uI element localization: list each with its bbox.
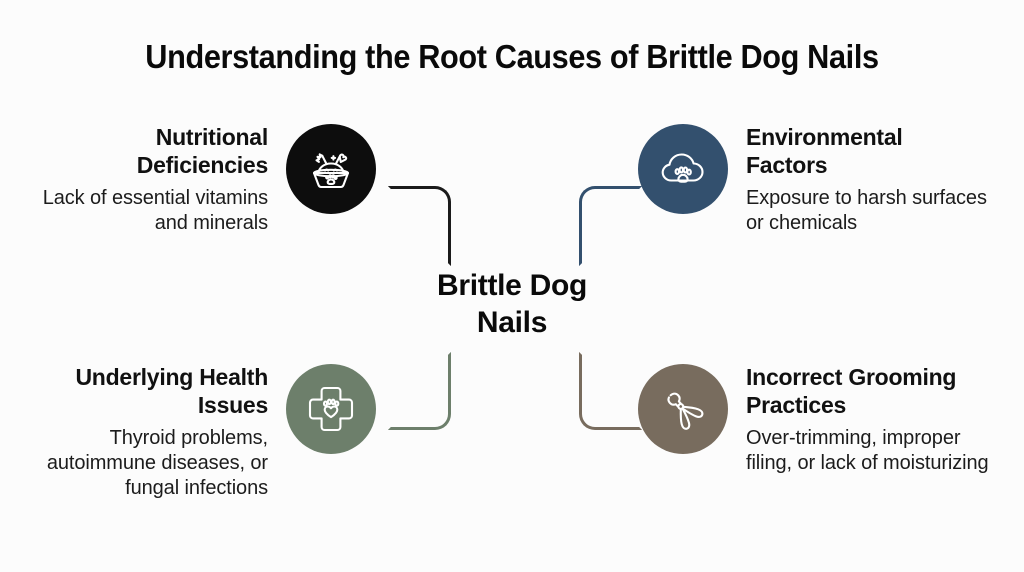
connector-health xyxy=(388,352,451,430)
node-nutritional-text: Nutritional Deficiencies Lack of essenti… xyxy=(16,124,286,236)
node-grooming-description: Over-trimming, improper filing, or lack … xyxy=(746,427,989,475)
node-health[interactable]: Underlying Health Issues Thyroid problem… xyxy=(16,364,376,501)
medical-cross-paw-icon xyxy=(308,386,354,432)
center-label: Brittle Dog Nails xyxy=(392,268,632,341)
node-health-description: Thyroid problems, autoimmune diseases, o… xyxy=(46,427,268,500)
connector-nutritional xyxy=(388,186,451,266)
node-environmental[interactable]: Environmental Factors Exposure to harsh … xyxy=(638,124,998,236)
node-nutritional[interactable]: Nutritional Deficiencies Lack of essenti… xyxy=(16,124,376,236)
node-environmental-icon-circle xyxy=(638,124,728,214)
node-environmental-text: Environmental Factors Exposure to harsh … xyxy=(728,124,998,236)
node-nutritional-heading-line2: Deficiencies xyxy=(136,151,269,178)
node-grooming-heading-line1: Incorrect Grooming xyxy=(746,364,957,390)
nail-clippers-icon xyxy=(667,392,704,430)
node-health-heading: Underlying Health Issues xyxy=(16,364,268,419)
dog-food-bowl-icon xyxy=(312,153,350,189)
connector-environmental xyxy=(579,186,642,266)
node-grooming-icon-circle xyxy=(638,364,728,454)
node-environmental-heading: Environmental Factors xyxy=(746,124,998,179)
center-label-line2: Nails xyxy=(476,305,548,339)
cloud-paw-icon xyxy=(661,153,704,183)
node-grooming-text: Incorrect Grooming Practices Over-trimmi… xyxy=(728,364,998,476)
node-nutritional-icon-circle xyxy=(286,124,376,214)
node-grooming-heading: Incorrect Grooming Practices xyxy=(746,364,998,419)
page-title: Understanding the Root Causes of Brittle… xyxy=(145,38,879,75)
node-nutritional-heading-line1: Nutritional xyxy=(155,124,269,150)
center-label-line1: Brittle Dog xyxy=(436,269,588,302)
node-grooming-heading-line2: Practices xyxy=(746,391,847,418)
node-health-text: Underlying Health Issues Thyroid problem… xyxy=(16,364,286,501)
node-grooming[interactable]: Incorrect Grooming Practices Over-trimmi… xyxy=(638,364,998,476)
node-health-icon-circle xyxy=(286,364,376,454)
node-nutritional-heading: Nutritional Deficiencies xyxy=(16,124,269,179)
node-environmental-description: Exposure to harsh surfaces or chemicals xyxy=(746,187,987,235)
node-nutritional-description: Lack of essential vitamins and minerals xyxy=(42,187,268,235)
connector-grooming xyxy=(579,352,642,430)
node-health-heading-line2: Issues xyxy=(197,391,268,418)
node-health-heading-line1: Underlying Health xyxy=(75,364,268,390)
node-environmental-heading-line1: Environmental xyxy=(746,124,903,150)
node-environmental-heading-line2: Factors xyxy=(746,151,828,178)
